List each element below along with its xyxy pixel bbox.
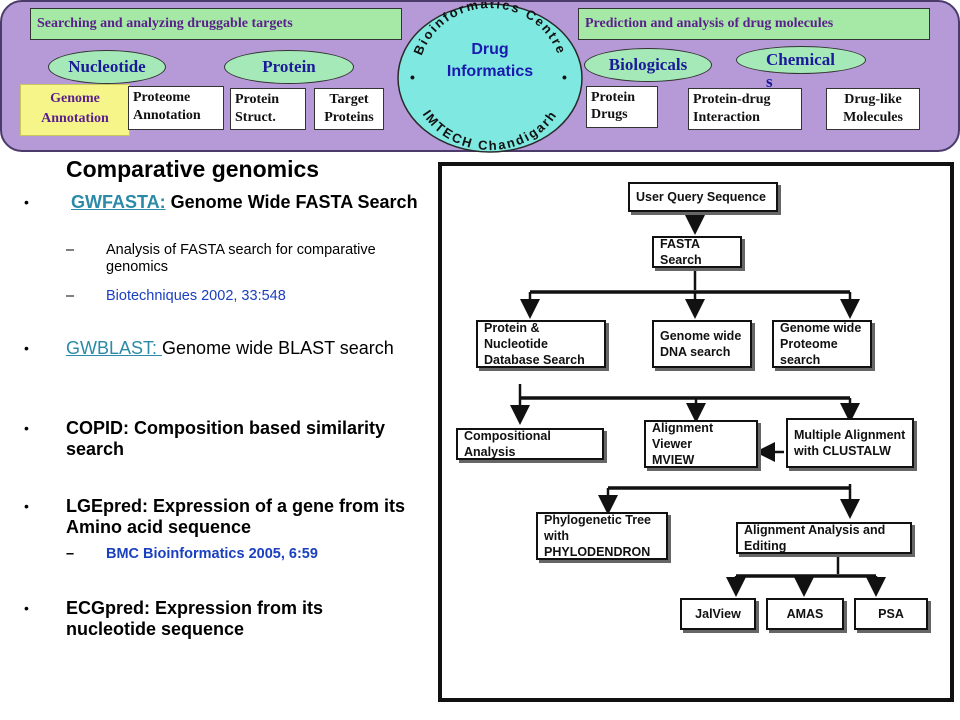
drug-like-molecules-box: Drug-like Molecules (826, 88, 920, 130)
genome-annotation-box: Genome Annotation (20, 84, 130, 136)
box-line: Target (329, 92, 369, 107)
bullet-text: LGEpred: Expression of a gene from its A… (66, 496, 406, 537)
box-line: Phylogenetic Tree with (544, 513, 651, 543)
bullet-text: COPID: Composition based similarity sear… (66, 418, 386, 459)
box-line: JalView (695, 607, 741, 621)
box-line: with CLUSTALW (794, 444, 891, 458)
alignment-analysis-box: Alignment Analysis and Editing (736, 522, 912, 554)
compositional-analysis-box: Compositional Analysis (456, 428, 604, 460)
bullet-gwfasta: • GWFASTA: Genome Wide FASTA Search (24, 192, 426, 213)
box-line: Genome (50, 91, 100, 106)
protein-drug-interaction-box: Protein-drug Interaction (688, 88, 802, 130)
multiple-alignment-box: Multiple Alignment with CLUSTALW (786, 418, 914, 468)
left-section-title: Searching and analyzing druggable target… (30, 8, 402, 40)
bullet-dot: • (24, 600, 29, 616)
box-line: Drugs (591, 107, 628, 122)
page-title: Comparative genomics (66, 156, 320, 182)
box-line: Protein (235, 92, 280, 107)
box-line: Proteins (324, 110, 374, 125)
bullet-text: Genome Wide FASTA Search (165, 192, 418, 212)
chemicals-label: Chemicals (766, 50, 835, 91)
bullet-lgepred: • LGEpred: Expression of a gene from its… (24, 496, 406, 538)
box-line: Protein (591, 90, 636, 105)
box-line: AMAS (786, 607, 824, 621)
box-line: Protein & Nucleotide (484, 321, 548, 351)
db-search-box: Protein & Nucleotide Database Search (476, 320, 606, 368)
sub-gwfasta-desc: –Analysis of FASTA search for comparativ… (66, 242, 376, 275)
bullet-copid: • COPID: Composition based similarity se… (24, 418, 406, 460)
box-line: Proteome search (780, 337, 838, 367)
logo-center-line-2: Informatics (447, 63, 533, 80)
box-line: Database Search (484, 353, 585, 367)
gwblast-link[interactable]: GWBLAST: (66, 338, 163, 358)
bullet-dot: • (24, 340, 29, 356)
drug-informatics-logo: Bioinformatics Centre IMTECH Chandigarh … (397, 2, 583, 153)
protein-oval: Protein (224, 50, 354, 84)
box-line: Proteome (133, 90, 191, 105)
nucleotide-oval: Nucleotide (48, 50, 166, 84)
bullet-ecgpred: • ECGpred: Expression from its nucleotid… (24, 598, 406, 640)
psa-box: PSA (854, 598, 928, 630)
box-line: Genome wide (780, 321, 862, 335)
logo-separator-dot: • (410, 69, 415, 85)
box-line: Annotation (133, 108, 201, 123)
genome-dna-box: Genome wide DNA search (652, 320, 752, 368)
alignment-viewer-box: Alignment Viewer MVIEW (644, 420, 758, 468)
sub-gwfasta-ref: –Biotechniques 2002, 33:548 (66, 288, 286, 304)
box-line: PSA (878, 607, 904, 621)
logo-center-line-1: Drug (471, 41, 508, 58)
box-line: Genome wide (660, 329, 742, 343)
bullet-gwblast: • GWBLAST: Genome wide BLAST search (24, 338, 406, 359)
box-line: Molecules (843, 110, 903, 125)
box-line: Protein-drug (693, 92, 771, 107)
bullet-text: ECGpred: Expression from its nucleotide … (66, 598, 324, 639)
jalview-box: JalView (680, 598, 756, 630)
box-line: Alignment Viewer (652, 421, 714, 451)
protein-drugs-box: Protein Drugs (586, 86, 658, 128)
box-line: Annotation (41, 111, 109, 126)
box-line: MVIEW (652, 453, 695, 467)
fasta-search-box: FASTA Search (652, 236, 742, 268)
chemicals-oval: Chemicals (736, 46, 866, 91)
sub-text: Biotechniques 2002, 33:548 (106, 288, 286, 304)
box-line: Multiple Alignment (794, 428, 906, 442)
sub-text: BMC Bioinformatics 2005, 6:59 (106, 546, 318, 562)
user-query-box: User Query Sequence (628, 182, 778, 212)
amas-box: AMAS (766, 598, 844, 630)
box-line: Struct. (235, 110, 276, 125)
box-line: PHYLODENDRON (544, 545, 651, 559)
flowchart-connectors (510, 210, 886, 597)
box-line: Alignment Analysis and Editing (744, 523, 886, 553)
gwfasta-link[interactable]: GWFASTA: (71, 192, 166, 212)
sub-text: Analysis of FASTA search for comparative… (106, 242, 376, 275)
right-section-title: Prediction and analysis of drug molecule… (578, 8, 930, 40)
proteome-annotation-box: Proteome Annotation (128, 86, 224, 130)
bullet-dot: • (24, 194, 29, 210)
bullet-dot: • (24, 498, 29, 514)
box-line: DNA search (660, 345, 731, 359)
sub-lgepred-ref: –BMC Bioinformatics 2005, 6:59 (66, 546, 318, 562)
biologicals-oval: Biologicals (584, 48, 712, 82)
protein-struct-box: Protein Struct. (230, 88, 306, 130)
box-line: Compositional Analysis (464, 429, 551, 459)
bullet-text: Genome wide BLAST search (162, 338, 394, 358)
logo-separator-dot: • (562, 69, 567, 85)
box-line: Drug-like (844, 92, 902, 107)
box-line: FASTA Search (660, 237, 702, 267)
phylogenetic-tree-box: Phylogenetic Tree with PHYLODENDRON (536, 512, 668, 560)
genome-proteome-box: Genome wide Proteome search (772, 320, 872, 368)
box-line: Interaction (693, 110, 760, 125)
target-proteins-box: Target Proteins (314, 88, 384, 130)
box-line: User Query Sequence (636, 190, 766, 204)
bullet-dot: • (24, 420, 29, 436)
